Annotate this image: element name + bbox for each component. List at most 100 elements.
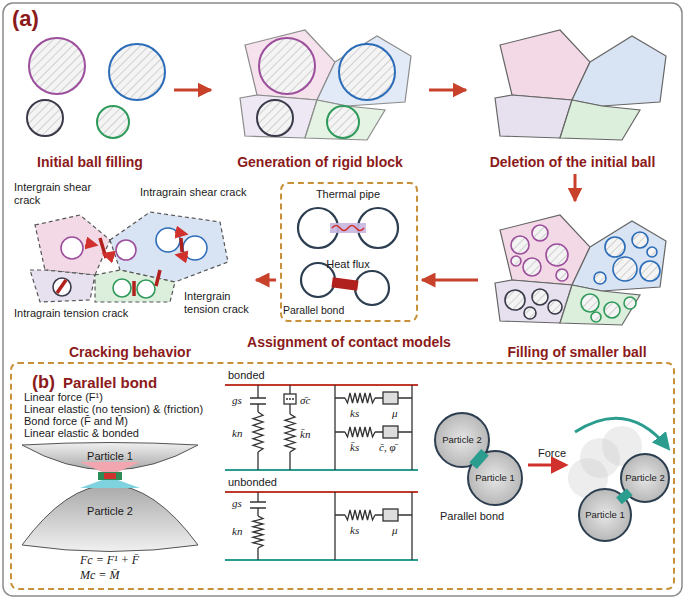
rheology-schematic-part	[253, 412, 263, 452]
small-ball-filling-part	[505, 225, 660, 322]
small-ball-filling-part	[495, 215, 666, 325]
small-ball-filling-part	[511, 236, 529, 254]
flow-arrow	[422, 279, 478, 282]
crack-particles-part	[137, 280, 155, 298]
stage-caption: Deletion of the initial ball	[490, 154, 656, 170]
particle-contact-part	[22, 485, 198, 552]
annotation-label: Particle 1	[585, 510, 625, 521]
deleted-balls-blocks-part	[495, 30, 666, 140]
contact-model-sketch-part	[330, 223, 366, 233]
stage-block: Initial ball filling	[10, 25, 170, 170]
small-ball-filling-part	[546, 244, 568, 266]
annotation-label: ks	[350, 524, 359, 537]
panel-box: (b) Parallel bond	[10, 362, 675, 590]
annotation-label: Heat flux	[326, 258, 369, 271]
annotation-label: gs	[232, 394, 242, 407]
small-ball-filling-part	[594, 232, 660, 284]
contact-model-sketch-part	[355, 271, 389, 305]
initial-balls-part	[27, 38, 165, 138]
annotation-label: Particle 2	[442, 435, 482, 446]
crack-marks-part	[57, 280, 66, 293]
rheology-schematic-part	[335, 492, 412, 560]
cracking-grains-part	[35, 215, 110, 275]
small-ball-filling-part	[640, 261, 660, 281]
annotation-label: kn	[232, 427, 242, 440]
rigid-blocks-part	[240, 30, 411, 140]
contact-model-box: Assignment of contact models	[280, 182, 418, 322]
crack-marks-part	[181, 238, 182, 252]
stage-caption: Generation of rigid block	[237, 154, 403, 170]
stage-block: Generation of rigid block	[215, 25, 425, 170]
crack-marks	[57, 232, 188, 296]
small-ball-filling-part	[591, 312, 601, 322]
annotation-label: Particle 2	[87, 505, 133, 518]
panel-letter: (b)	[32, 372, 55, 393]
small-ball-filling-part	[581, 294, 599, 312]
small-ball-filling-part	[581, 294, 636, 322]
annotation-label: Intragrain tension crack	[14, 307, 128, 320]
annotation-label: unbonded	[228, 476, 277, 489]
rheology-schematic	[225, 385, 418, 560]
rheology-schematic-part	[225, 384, 418, 386]
crack-marks-part	[156, 270, 160, 286]
small-ball-filling-part	[511, 256, 521, 266]
rheology-schematic-part	[225, 491, 418, 493]
annotation-label: Mc = M̄	[80, 569, 119, 583]
initial-balls	[27, 38, 165, 138]
small-ball-filling-part	[532, 289, 548, 305]
particle-contact-part	[80, 480, 140, 488]
small-ball-filling-part	[604, 302, 620, 318]
small-ball-filling-part	[632, 232, 648, 248]
bond-rotation-part	[575, 418, 668, 448]
annotation-label: Linear force (F¹)	[24, 391, 103, 404]
rheology-schematic-part	[225, 559, 418, 561]
deleted-balls-blocks	[495, 30, 666, 140]
cracking-grains-part	[95, 270, 175, 302]
small-ball-filling-part	[605, 237, 625, 257]
particle-contact	[22, 443, 198, 552]
annotation-label: μ	[392, 407, 398, 420]
cracking-grains	[30, 212, 228, 302]
small-ball-filling-part	[511, 225, 568, 281]
annotation-label: Intragrain shear crack	[140, 186, 246, 199]
rheology-schematic-part	[250, 385, 266, 470]
crack-marks-part	[175, 232, 186, 234]
small-ball-filling-part	[613, 257, 637, 281]
rheology-schematic-part	[253, 516, 263, 548]
contact-model-sketch-part	[301, 263, 335, 297]
annotation-label: ks	[350, 407, 359, 420]
stage-caption: Filling of smaller ball	[507, 344, 646, 360]
crack-marks-part	[86, 243, 96, 245]
small-ball-filling-part	[532, 225, 548, 241]
bond-rotation-part	[528, 464, 565, 467]
annotation-label: Parallel bond	[440, 510, 504, 523]
crack-marks-part	[177, 255, 188, 257]
rheology-schematic-part	[285, 414, 295, 452]
stage-block: Cracking behavior	[8, 178, 252, 360]
annotation-label: μ	[392, 524, 398, 537]
small-ball-filling-part	[523, 258, 541, 276]
annotation-label: σ̄c	[300, 394, 310, 407]
annotation-label: Linear elastic & bonded	[24, 427, 139, 440]
crack-particles-part	[61, 237, 83, 259]
rheology-schematic-part	[335, 385, 412, 470]
rheology-schematic-part	[345, 393, 375, 403]
small-ball-filling-part	[594, 272, 606, 284]
small-ball-filling-part	[524, 307, 536, 319]
annotation-label: Fc = F¹ + F̄	[80, 554, 139, 568]
rheology-schematic-part	[383, 509, 398, 521]
rigid-blocks-part	[240, 30, 411, 140]
annotation-label: Force	[538, 447, 566, 460]
bond-rotation-part	[469, 449, 488, 469]
annotation-label: gs	[232, 497, 242, 510]
small-ball-filling-part	[647, 247, 657, 257]
flow-arrow	[429, 89, 466, 92]
bond-rotation	[435, 413, 669, 541]
annotation-label: Thermal pipe	[316, 188, 380, 201]
crack-particles	[53, 228, 207, 298]
small-ball-filling-part	[624, 297, 636, 309]
stage-block: Filling of smaller ball	[482, 205, 672, 360]
panel-title: Parallel bond	[63, 374, 157, 391]
small-ball-filling	[495, 215, 666, 325]
